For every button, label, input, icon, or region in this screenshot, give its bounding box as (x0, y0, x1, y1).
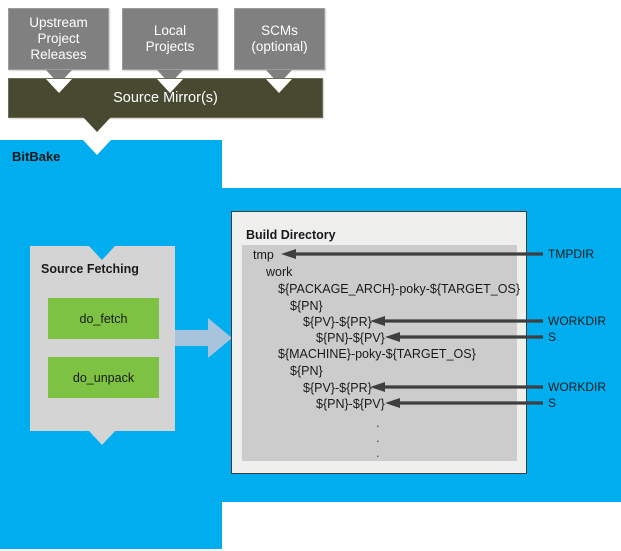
tree-ellipsis-dot-3: . (376, 445, 380, 460)
callout-arrow-workdir-2 (370, 382, 543, 392)
callout-arrow-s-2 (385, 398, 543, 408)
bitbake-region-lower (0, 502, 222, 549)
source-box-upstream-line-1: Upstream (29, 15, 88, 30)
source-box-scms: SCMs (optional) (234, 8, 325, 70)
mirror-notch-scms (266, 79, 292, 93)
flow-arrow-icon (175, 318, 232, 358)
source-box-upstream: Upstream Project Releases (8, 8, 109, 70)
tree-line-pn-pv-2: ${PN}-${PV} (316, 397, 385, 411)
bitbake-label: BitBake (12, 149, 61, 164)
tree-line-work: work (266, 265, 293, 279)
callout-label-workdir-2: WORKDIR (548, 380, 606, 394)
task-box-do-unpack[interactable]: do_unpack (48, 357, 159, 398)
bitbake-top-notch (83, 140, 111, 155)
tree-line-tmp: tmp (253, 248, 274, 262)
callout-label-s-2: S (548, 396, 557, 410)
callout-arrow-s-1 (385, 332, 543, 342)
tree-line-pn-2: ${PN} (290, 364, 323, 378)
build-directory-label: Build Directory (246, 228, 336, 242)
source-box-local: Local Projects (122, 8, 218, 70)
callout-label-tmpdir: TMPDIR (548, 247, 594, 261)
tree-ellipsis-dot-2: . (376, 430, 380, 445)
mirror-notch-upstream (46, 79, 72, 93)
callout-arrow-workdir-1 (370, 316, 543, 326)
source-box-upstream-line-2: Project (37, 31, 80, 46)
tree-line-pn-1: ${PN} (290, 299, 323, 313)
tree-line-machine: ${MACHINE}-poky-${TARGET_OS} (278, 347, 476, 361)
source-box-scms-line-2: (optional) (251, 39, 308, 54)
task-box-do-fetch[interactable]: do_fetch (48, 298, 159, 339)
tree-line-package-arch: ${PACKAGE_ARCH}-poky-${TARGET_OS} (278, 282, 520, 296)
source-fetching-bottom-notch (89, 431, 115, 445)
mirror-notch-local (157, 79, 183, 93)
tree-ellipsis-dot-1: . (376, 415, 380, 430)
source-box-local-line-1: Local (153, 23, 187, 38)
tree-line-pv-pr-1: ${PV}-${PR} (303, 315, 372, 329)
callout-label-workdir-1: WORKDIR (548, 314, 606, 328)
source-box-scms-line-1: SCMs (261, 23, 298, 38)
tree-line-pv-pr-2: ${PV}-${PR} (303, 381, 372, 395)
build-directory-tree-panel (242, 245, 517, 461)
callout-label-s-1: S (548, 330, 557, 344)
task-box-do-unpack-label: do_unpack (72, 370, 135, 385)
task-box-do-fetch-label: do_fetch (79, 311, 128, 326)
source-fetching-top-notch (89, 246, 115, 260)
source-mirror-label: Source Mirror(s) (113, 90, 218, 106)
tree-line-pn-pv-1: ${PN}-${PV} (316, 331, 385, 345)
source-mirror-down-arrow (83, 117, 111, 132)
bitbake-region-upper (0, 140, 222, 188)
source-box-local-line-2: Projects (145, 39, 195, 54)
callout-arrow-tmpdir (281, 249, 543, 259)
source-box-upstream-line-3: Releases (30, 47, 87, 62)
source-fetching-label: Source Fetching (41, 262, 139, 276)
